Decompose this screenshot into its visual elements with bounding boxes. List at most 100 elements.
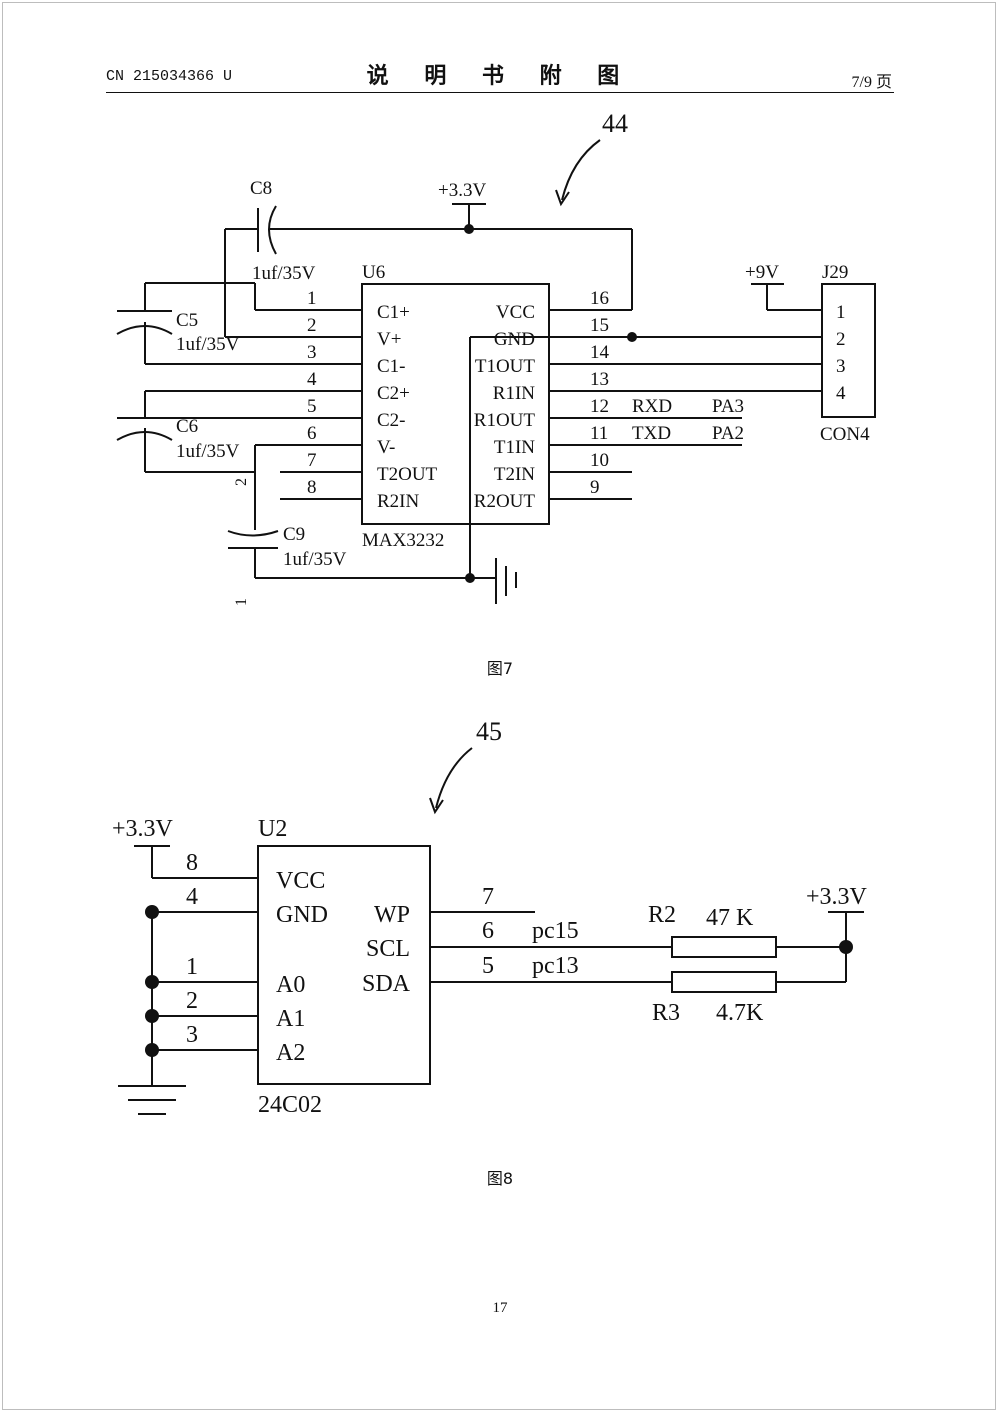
u2-pin7-name: WP	[374, 902, 410, 928]
u2-pin2-number: 2	[186, 988, 198, 1014]
u2-pin3-name: A2	[276, 1040, 305, 1066]
u2-ref-label: U2	[258, 816, 287, 842]
c9-pin2-label: 2	[233, 478, 250, 486]
c9-ref: C9	[283, 524, 305, 545]
u6-ic-body	[361, 283, 550, 525]
u6-pin16-name: VCC	[496, 302, 535, 323]
u2-pin2-name: A1	[276, 1006, 305, 1032]
u6-pin6-number: 6	[307, 423, 317, 444]
u2-a1-junction	[145, 1009, 159, 1023]
u2-pin3-number: 3	[186, 1022, 198, 1048]
fig8-reference-arrow	[435, 747, 473, 809]
u2-ic-body	[257, 845, 431, 1085]
header-rule	[106, 92, 894, 93]
u6-ref-label: U6	[362, 262, 385, 283]
u2-pin1-number: 1	[186, 954, 198, 980]
u6-pin4-name: C2+	[377, 383, 410, 404]
c6-ref: C6	[176, 416, 198, 437]
u2-pin4-number: 4	[186, 884, 198, 910]
fig8-power-right-label: +3.3V	[806, 884, 868, 910]
u6-pin11-name: T1IN	[494, 437, 535, 458]
u6-pin14-number: 14	[590, 342, 610, 363]
c9-plate-curved	[227, 530, 279, 537]
r3-ref: R3	[652, 1000, 680, 1026]
r2-resistor-body	[671, 936, 777, 958]
u2-pin8-name: VCC	[276, 868, 325, 894]
u6-pin15-number: 15	[590, 315, 609, 336]
u6-part-label: MAX3232	[362, 530, 444, 551]
r2-ref: R2	[648, 902, 676, 928]
u6-pin5-name: C2-	[377, 410, 406, 431]
u6-pin1-name: C1+	[377, 302, 410, 323]
fig8-power-left-label: +3.3V	[112, 816, 174, 842]
u2-pin7-number: 7	[482, 884, 494, 910]
c5-ref: C5	[176, 310, 198, 331]
j29-pin3: 3	[836, 356, 846, 377]
c8-plate-curved	[268, 205, 277, 255]
u2-pin1-name: A0	[276, 972, 305, 998]
u6-pin13-number: 13	[590, 369, 609, 390]
figure8-caption: 图8	[486, 1169, 514, 1188]
u6-pin5-number: 5	[307, 396, 317, 417]
fig7-reference-arrow	[561, 139, 601, 201]
u6-pin9-number: 9	[590, 477, 600, 498]
page-title: 说 明 书 附 图	[366, 64, 634, 89]
j29-pin1: 1	[836, 302, 846, 323]
fig8-reference-arrowhead	[429, 797, 444, 815]
c5-value: 1uf/35V	[176, 334, 240, 355]
page-number: 17	[492, 1300, 508, 1316]
j29-part: CON4	[820, 424, 870, 445]
net-label-pc15: pc15	[532, 918, 579, 944]
c6-value: 1uf/35V	[176, 441, 240, 462]
j29-ref: J29	[822, 262, 848, 283]
fig8-reference-number: 45	[476, 717, 502, 746]
net-label-pc13: pc13	[532, 953, 579, 979]
figure7-schematic: 44 U6 MAX3232 1 2 3 4 5 6 7 8 C1+ V+ C1-	[116, 109, 876, 606]
c9-pin1-label: 1	[233, 598, 250, 606]
fig7-power-3v3-label: +3.3V	[438, 180, 486, 201]
u6-pin10-number: 10	[590, 450, 609, 471]
pullup-junction	[839, 940, 853, 954]
u6-pin8-number: 8	[307, 477, 317, 498]
u6-pin3-number: 3	[307, 342, 317, 363]
u6-pin6-name: V-	[377, 437, 395, 458]
net-label-pa3: PA3	[712, 396, 744, 417]
fig7-power-9v-label: +9V	[745, 262, 779, 283]
page-counter: 7/9 页	[851, 74, 892, 91]
u6-pin16-number: 16	[590, 288, 609, 309]
u6-pin2-name: V+	[377, 329, 401, 350]
net-label-pa2: PA2	[712, 423, 744, 444]
u2-pin8-number: 8	[186, 850, 198, 876]
u6-pin12-name: R1OUT	[474, 410, 536, 431]
u2-pin5-name: SDA	[362, 971, 411, 997]
u2-a2-junction	[145, 1043, 159, 1057]
u6-pin15-name: GND	[494, 329, 535, 350]
c8-value: 1uf/35V	[252, 263, 316, 284]
fig7-reference-number: 44	[602, 109, 628, 138]
u6-pin12-number: 12	[590, 396, 609, 417]
u6-pin7-number: 7	[307, 450, 317, 471]
vcc-junction	[464, 224, 474, 234]
figure7-caption: 图7	[486, 659, 514, 678]
net-label-rxd: RXD	[632, 396, 672, 417]
u6-pin8-name: R2IN	[377, 491, 420, 512]
r3-resistor-body	[671, 971, 777, 993]
u6-pin11-number: 11	[590, 423, 608, 444]
r3-value: 4.7K	[716, 1000, 764, 1026]
u2-part-label: 24C02	[258, 1092, 322, 1118]
c8-ref: C8	[250, 178, 272, 199]
u6-pin1-number: 1	[307, 288, 317, 309]
figure8-schematic: 45 U2 24C02 +3.3V 8 4 1 2 3 VCC	[112, 717, 868, 1118]
u6-pin7-name: T2OUT	[377, 464, 438, 485]
fig7-reference-arrowhead	[555, 189, 570, 207]
u6-pin9-name: R2OUT	[474, 491, 536, 512]
u2-pin6-number: 6	[482, 918, 494, 944]
u2-pin4-name: GND	[276, 902, 328, 928]
net-label-txd: TXD	[632, 423, 671, 444]
j29-pin4: 4	[836, 383, 846, 404]
document-number: CN 215034366 U	[106, 68, 233, 85]
u6-pin13-name: R1IN	[493, 383, 536, 404]
u6-pin14-name: T1OUT	[475, 356, 536, 377]
u2-pin5-number: 5	[482, 953, 494, 979]
